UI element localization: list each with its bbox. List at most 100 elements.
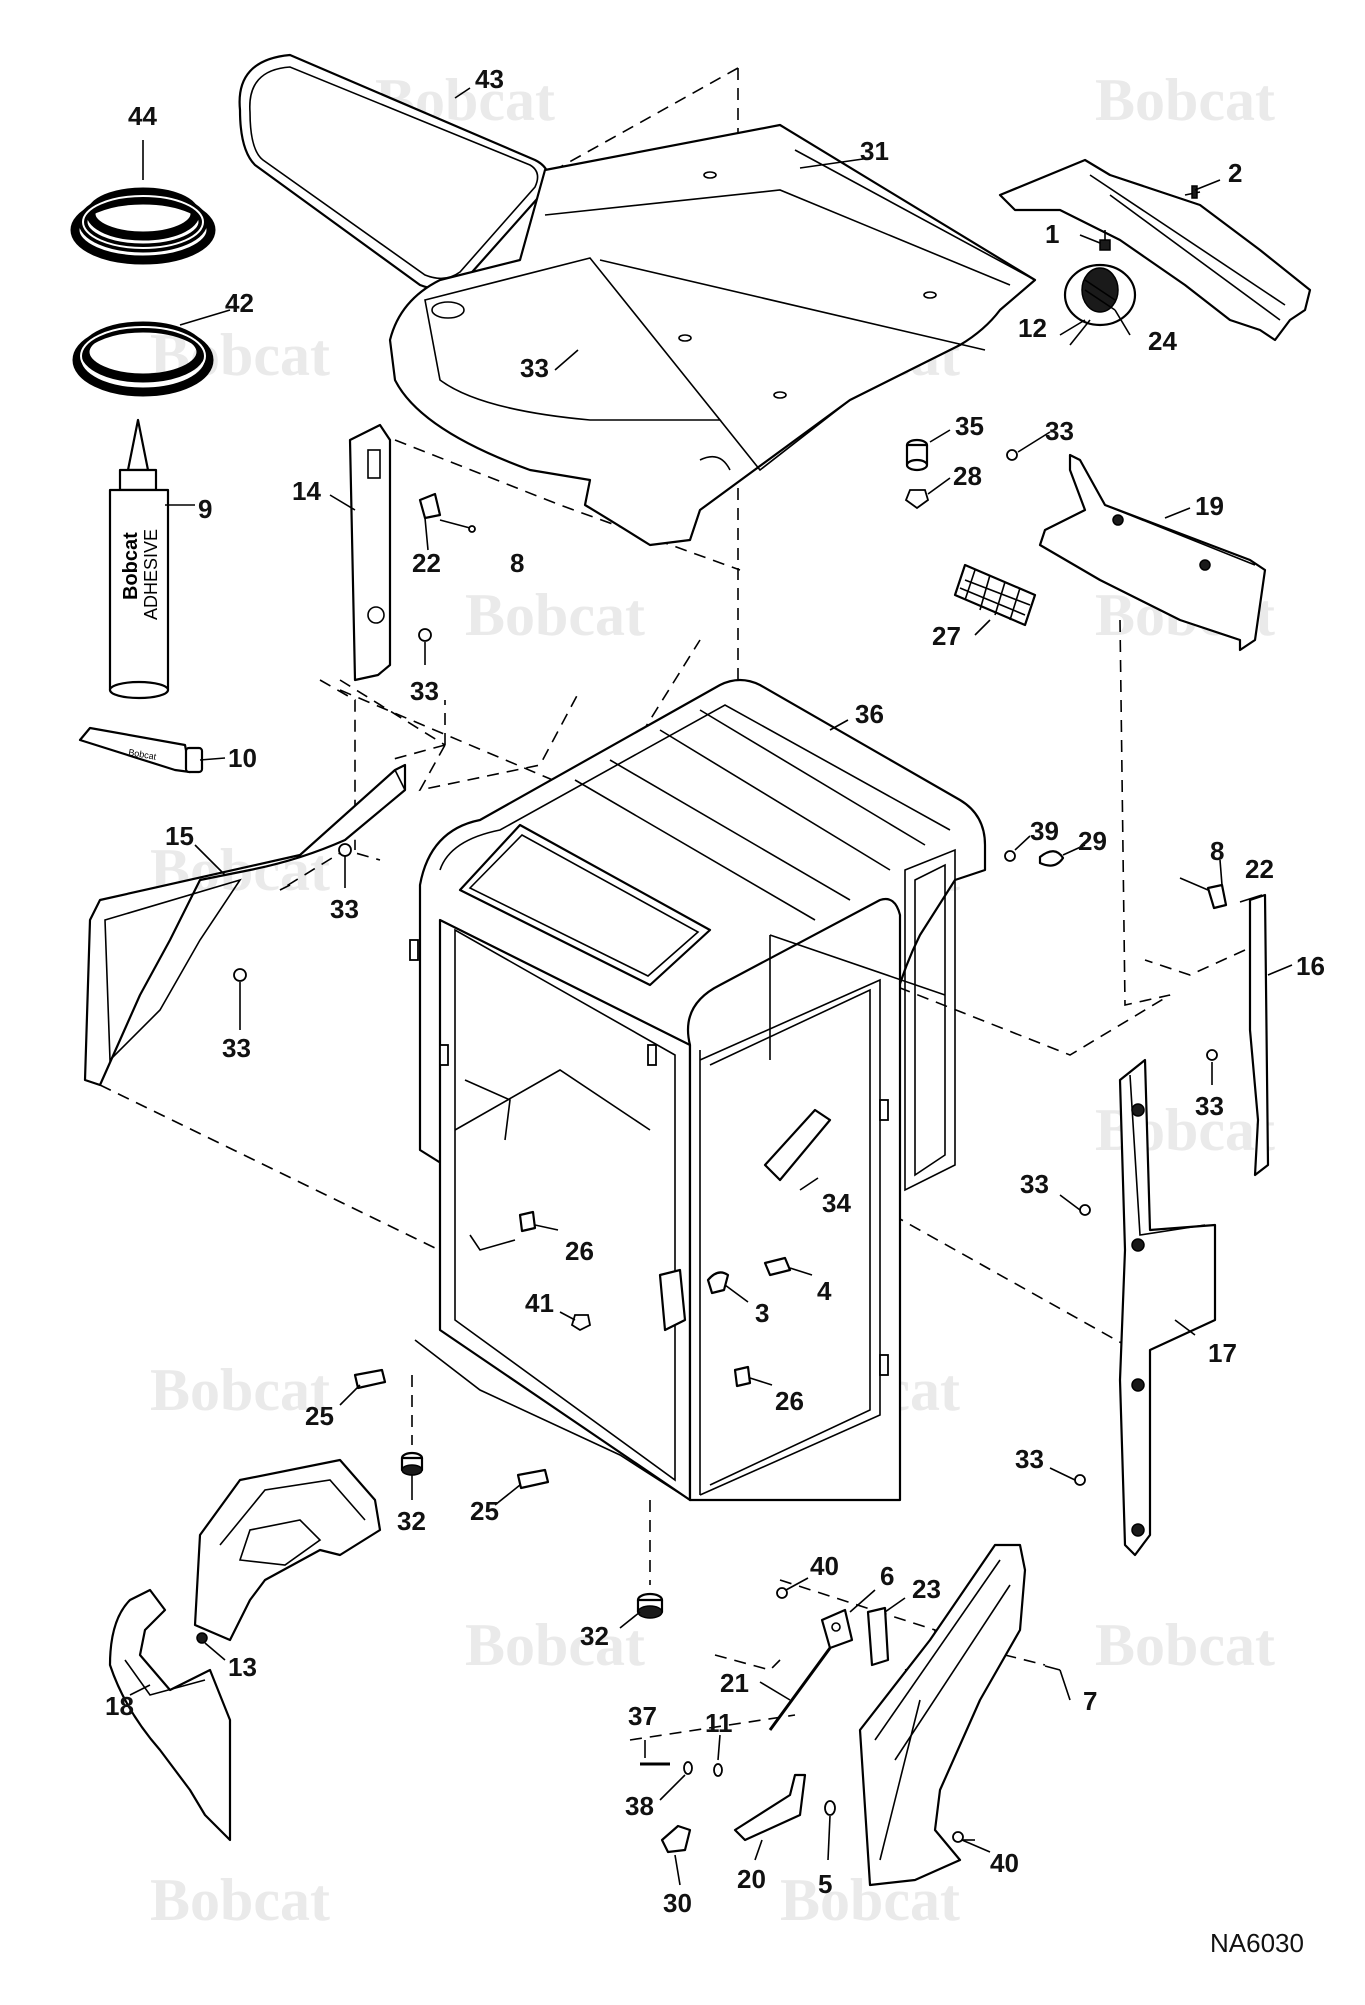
callout-26-upper: 26 [565,1236,594,1266]
part-40-nut-upper [776,1587,788,1599]
callout-4: 4 [817,1276,832,1306]
callout-13: 13 [228,1652,257,1682]
callout-33-rear: 33 [1045,416,1074,446]
part-35-rubber-mount [905,438,929,472]
part-6-latch [820,1608,854,1650]
part-32-mount-right [636,1592,664,1619]
callout-18: 18 [105,1691,134,1721]
part-17-long-pillar [1118,1058,1217,1557]
callout-14: 14 [292,476,321,506]
part-26-pad-upper [518,1210,537,1233]
part-14-left-pillar-cover [348,423,392,682]
part-25-block-left [353,1368,387,1390]
callout-32-left: 32 [397,1506,426,1536]
callout-15: 15 [165,821,194,851]
callout-44: 44 [128,101,157,131]
watermark-text: Bobcat [150,1867,330,1933]
callout-24: 24 [1148,326,1177,356]
part-33-plug-lower-pillar [1074,1474,1086,1486]
callout-26-lower: 26 [775,1386,804,1416]
callout-10: 10 [228,743,257,773]
part-24-air-vent [1063,263,1137,327]
part-10-adhesive-tube: Bobcat [78,726,204,774]
part-27-mesh-grille [953,563,1037,627]
watermark-text: Bobcat [1095,1612,1275,1678]
part-28-nut [904,489,930,510]
part-8-screw-right [1179,877,1209,891]
callout-33-right-pillar: 33 [1195,1091,1224,1121]
watermark-text: Bobcat [150,1357,330,1423]
callout-5: 5 [818,1869,832,1899]
callout-41: 41 [525,1288,554,1318]
callout-37: 37 [628,1701,657,1731]
part-8-screw-left [439,519,476,533]
part-9-adhesive-cartridge: Bobcat ADHESIVE [108,418,170,700]
part-36-cab-frame [409,678,987,1502]
callout-11: 11 [705,1708,733,1738]
part-30-cover [660,1824,692,1854]
part-1-screw [1099,230,1111,251]
part-33-plug-upper-pillar [1079,1204,1091,1216]
part-34-grab-handle [763,1108,832,1182]
watermark-text: Bobcat [1095,67,1275,133]
callout-7: 7 [1083,1686,1097,1716]
callout-28: 28 [953,461,982,491]
part-44-coiled-seal [70,187,216,265]
callout-1: 1 [1045,219,1059,249]
part-29-knob [1038,850,1065,867]
callout-33-trim-lower: 33 [222,1033,251,1063]
callout-33-roof: 33 [520,353,549,383]
callout-8-left: 8 [510,548,524,578]
callout-25-right: 25 [470,1496,499,1526]
callout-21: 21 [720,1668,749,1698]
part-41-nut [570,1314,592,1332]
watermark-text: Bobcat [465,582,645,648]
part-20-handle [733,1773,807,1842]
callout-27: 27 [932,621,961,651]
callout-20: 20 [737,1864,766,1894]
part-42-seal-ring [72,321,214,397]
drawing-number: NA6030 [1210,1928,1304,1958]
callout-8-right: 8 [1210,836,1224,866]
part-7-bolt [1044,1665,1061,1671]
part-12-screw [1069,319,1091,346]
part-4-bolt [763,1256,792,1277]
part-33-plug-rear [1006,449,1018,461]
part-38-washer [683,1761,693,1775]
callout-23: 23 [912,1574,941,1604]
callout-3: 3 [755,1298,769,1328]
part-32-mount-left [400,1451,424,1476]
callout-35: 35 [955,411,984,441]
callout-30: 30 [663,1888,692,1918]
adhesive-label-text: ADHESIVE [141,529,161,620]
adhesive-brand-text: Bobcat [120,532,142,600]
part-16-right-pillar-trim [1248,893,1270,1177]
part-39-nut [1004,850,1016,862]
part-2-screw [1184,185,1201,199]
callout-33-long-pillar-upper: 33 [1020,1169,1049,1199]
callout-34: 34 [822,1188,851,1218]
callout-42: 42 [225,288,254,318]
callout-39: 39 [1030,816,1059,846]
part-23-plate [866,1606,890,1667]
callout-33-pillar-left: 33 [410,676,439,706]
part-26-pad-lower [733,1365,752,1388]
callout-40-upper: 40 [810,1551,839,1581]
part-22-clip-left [418,492,442,520]
callout-29: 29 [1078,826,1107,856]
part-18-lower-trim [108,1588,232,1842]
part-25-block-right [516,1468,550,1490]
tube-brand-text: Bobcat [128,747,158,762]
callout-labels: 1 2 3 4 5 6 7 8 8 9 10 11 12 13 14 15 16… [105,64,1325,1918]
part-3-clip [706,1271,730,1295]
part-21-rod [768,1647,832,1731]
callout-33-long-pillar-lower: 33 [1015,1444,1044,1474]
callout-22-right: 22 [1245,854,1274,884]
part-33-plug-left-pillar [418,628,432,642]
part-top-right-bracket [998,158,1312,342]
callout-36: 36 [855,699,884,729]
callout-31: 31 [860,136,889,166]
callout-19: 19 [1195,491,1224,521]
